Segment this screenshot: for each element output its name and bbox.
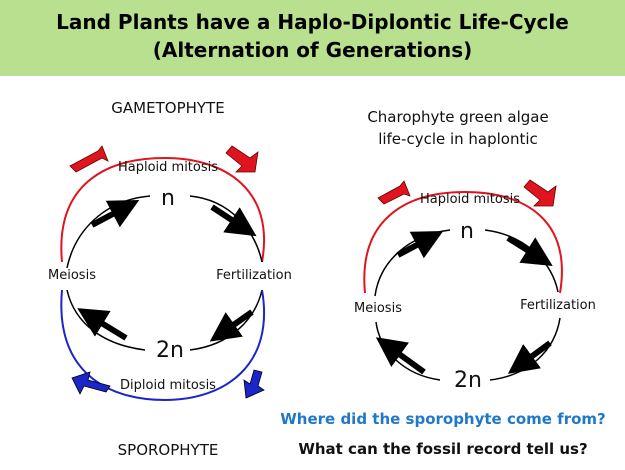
left-inner-arc-lower-left bbox=[66, 289, 146, 351]
right-2n-label: 2n bbox=[454, 368, 482, 393]
left-fertilization-to-2n-arrow bbox=[209, 309, 254, 342]
left-n-label: n bbox=[161, 186, 175, 211]
left-diploid-arc bbox=[60, 289, 265, 402]
charophyte-heading-line-1: Charophyte green algae bbox=[367, 108, 548, 126]
right-inner-arc-upper-left bbox=[374, 229, 451, 297]
right-n-label: n bbox=[460, 219, 474, 244]
question-fossil-record: What can the fossil record tell us? bbox=[298, 440, 588, 458]
right-haploid-arrow-left bbox=[377, 180, 411, 205]
right-inner-arc-lower-right bbox=[489, 317, 561, 381]
question-sporophyte-origin: Where did the sporophyte come from? bbox=[280, 410, 606, 428]
left-diploid-arrow-left bbox=[71, 371, 111, 395]
left-haploid-arrow-left bbox=[69, 145, 109, 173]
left-2n-label: 2n bbox=[156, 338, 184, 363]
right-meiosis-to-n-arrow bbox=[396, 230, 444, 259]
left-haploid-arrow-right bbox=[225, 145, 259, 173]
right-inner-arc-upper-right bbox=[484, 229, 559, 293]
right-meiosis-label: Meiosis bbox=[354, 301, 402, 316]
left-haploid-mitosis-label: Haploid mitosis bbox=[118, 160, 218, 175]
left-inner-arc-lower-right bbox=[189, 289, 263, 351]
charophyte-heading-line-2: life-cycle in haplontic bbox=[378, 130, 538, 148]
title-banner: Land Plants have a Haplo-Diplontic Life-… bbox=[0, 0, 625, 76]
right-n-to-fertilization-arrow bbox=[506, 235, 553, 266]
title-line-1: Land Plants have a Haplo-Diplontic Life-… bbox=[56, 10, 569, 34]
title-line-2: (Alternation of Generations) bbox=[152, 38, 473, 62]
right-fertilization-label: Fertilization bbox=[520, 298, 596, 313]
right-haploid-arrow-right bbox=[523, 179, 557, 207]
left-fertilization-label: Fertilization bbox=[216, 268, 292, 283]
left-n-to-fertilization-arrow bbox=[210, 204, 257, 237]
left-diploid-arrow-right bbox=[243, 369, 265, 399]
left-haploid-arc bbox=[60, 156, 265, 263]
right-fertilization-to-2n-arrow bbox=[507, 340, 552, 374]
left-meiosis-label: Meiosis bbox=[48, 268, 96, 283]
left-diploid-mitosis-label: Diploid mitosis bbox=[120, 378, 216, 393]
sporophyte-label: SPOROPHYTE bbox=[118, 441, 219, 459]
right-haploid-arc bbox=[363, 190, 563, 294]
left-2n-to-meiosis-arrow bbox=[77, 308, 128, 341]
right-2n-to-meiosis-arrow bbox=[375, 337, 426, 375]
left-meiosis-to-n-arrow bbox=[90, 199, 140, 228]
right-haploid-mitosis-label: Haploid mitosis bbox=[420, 192, 520, 207]
left-inner-arc-upper-right bbox=[189, 195, 263, 263]
right-inner-arc-lower-left bbox=[375, 321, 441, 381]
left-inner-arc-upper-left bbox=[66, 195, 151, 269]
gametophyte-label: GAMETOPHYTE bbox=[111, 99, 224, 117]
